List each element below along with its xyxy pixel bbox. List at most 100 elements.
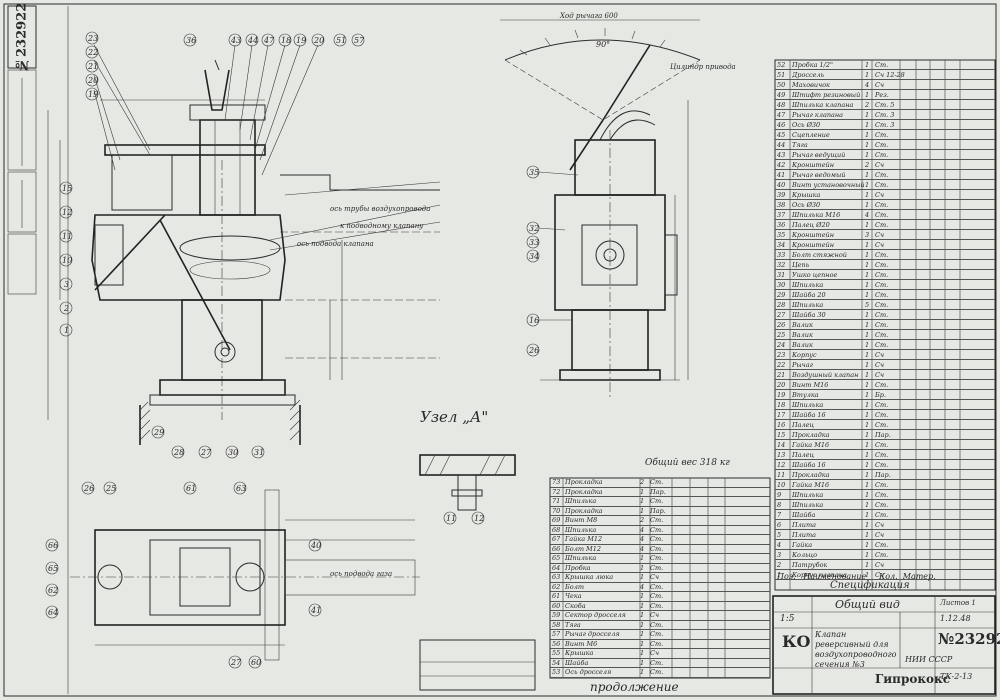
annotation-gas-axis: ось подвода газа <box>330 570 393 578</box>
spec-cell-mat: Ст. <box>650 630 664 638</box>
spec-cell-mat: Ст. <box>650 544 664 553</box>
svg-text:65: 65 <box>48 564 58 573</box>
spec-cell-qty: 1 <box>865 111 870 119</box>
spec-cell-name: Рычаг <box>792 361 813 369</box>
spec-cell-name: Пробка 1/2" <box>792 61 833 69</box>
spec-cell-pos: 18 <box>777 401 786 409</box>
spec-cell-qty: 1 <box>865 551 870 559</box>
spec-cell-qty: 4 <box>865 211 870 219</box>
spec-cell-qty: 1 <box>640 573 645 581</box>
spec-cell-name: Ось дросселя <box>565 668 612 676</box>
spec-cell-pos: 31 <box>777 271 786 279</box>
annotation-to-valve: к подводному клапану <box>340 222 424 230</box>
spec-cell-pos: 4 <box>777 541 782 549</box>
spec-cell-pos: 72 <box>552 487 561 496</box>
spec-cell-qty: 1 <box>865 361 870 369</box>
spec-cell-name: Рычаг клапана <box>792 111 844 119</box>
svg-text:3: 3 <box>64 280 69 289</box>
spec-cell-pos: 55 <box>552 649 561 657</box>
spec-cell-name: Прокладка <box>792 431 830 439</box>
annotation-angle: 90° <box>596 40 611 49</box>
spec-cell-mat: Сч <box>875 191 885 199</box>
spec-cell-name: Шайба 20 <box>792 291 826 299</box>
spec-cell-name: Плита <box>792 521 817 529</box>
spec-cell-name: Дроссель <box>792 71 825 79</box>
svg-text:18: 18 <box>281 36 291 45</box>
spec-cell-qty: 1 <box>865 371 870 379</box>
title-date: 1.12.48 <box>940 614 971 623</box>
spec-cell-name: Шпилька <box>565 554 597 562</box>
svg-text:66: 66 <box>48 541 58 550</box>
svg-text:23: 23 <box>87 34 98 43</box>
spec-cell-name: Винт М16 <box>792 381 829 389</box>
spec-cell-name: Крышка <box>565 649 594 657</box>
spec-cell-name: Кронштейн <box>792 241 835 249</box>
spec-cell-qty: 1 <box>865 251 870 259</box>
spec-cell-mat: Ст. 3 <box>875 111 895 119</box>
svg-text:35: 35 <box>529 168 539 177</box>
spec-cell-pos: 8 <box>777 501 782 509</box>
position-balloons-plan: 26 25 61 63 66 65 62 64 27 60 40 41 <box>45 481 322 669</box>
spec-cell-pos: 12 <box>777 461 786 469</box>
spec-cell-pos: 24 <box>777 341 786 349</box>
spec-cell-name: Рычаг дросселя <box>565 630 620 638</box>
spec-cell-pos: 64 <box>552 563 561 572</box>
spec-cell-qty: 1 <box>865 481 870 489</box>
spec-cell-mat: Ст. <box>875 221 889 229</box>
spec-cell-qty: 1 <box>865 421 870 429</box>
spec-cell-mat: Ст. <box>875 261 889 269</box>
spec-cell-mat: Сч <box>875 561 885 569</box>
spec-cell-qty: 1 <box>865 201 870 209</box>
spec-cell-mat: Ст. <box>875 401 889 409</box>
spec-cell-pos: 40 <box>777 181 786 189</box>
spec-cell-mat: Пар. <box>875 471 891 479</box>
spec-cell-qty: 1 <box>640 639 645 648</box>
spec-cell-pos: 9 <box>777 491 782 499</box>
spec-cell-name: Ось Ø30 <box>792 121 821 129</box>
spec-cell-pos: 47 <box>777 111 786 119</box>
spec-cell-qty: 4 <box>640 535 645 543</box>
svg-text:29: 29 <box>153 428 164 437</box>
annotation-dim-top: Ход рычага 600 <box>560 12 618 20</box>
spec-cell-qty: 1 <box>865 541 870 549</box>
spec-cell-qty: 4 <box>640 582 645 591</box>
svg-text:36: 36 <box>186 36 196 45</box>
spec-cell-qty: 1 <box>865 571 870 579</box>
spec-cell-qty: 1 <box>865 461 870 469</box>
svg-text:62: 62 <box>48 586 58 595</box>
spec-cell-name: Шпилька <box>792 501 824 509</box>
spec-cell-pos: 17 <box>777 411 786 419</box>
spec-cell-name: Корпус <box>792 351 817 359</box>
spec-cell-mat: Ст. <box>875 481 889 489</box>
spec-cell-name: Тяга <box>792 141 808 149</box>
spec-cell-name: Валик <box>792 331 813 339</box>
spec-cell-name: Патрубок <box>792 561 828 569</box>
spec-cell-pos: 36 <box>777 221 786 229</box>
spec-cell-mat: Бр. <box>875 391 887 399</box>
spec-cell-name: Рычаг ведущий <box>792 151 846 159</box>
spec-cell-name: Шайба 16 <box>792 411 826 419</box>
spec-cell-pos: 51 <box>777 71 786 79</box>
spec-cell-pos: 62 <box>552 582 561 591</box>
spec-cell-qty: 2 <box>865 161 870 169</box>
spec-cell-name: Чека <box>565 592 582 600</box>
doc-number-value: 232922 <box>954 630 1000 648</box>
spec-cell-pos: 38 <box>777 201 786 209</box>
spec-cell-qty: 2 <box>865 101 870 109</box>
doc-number-value-left: 232922 <box>14 2 30 57</box>
